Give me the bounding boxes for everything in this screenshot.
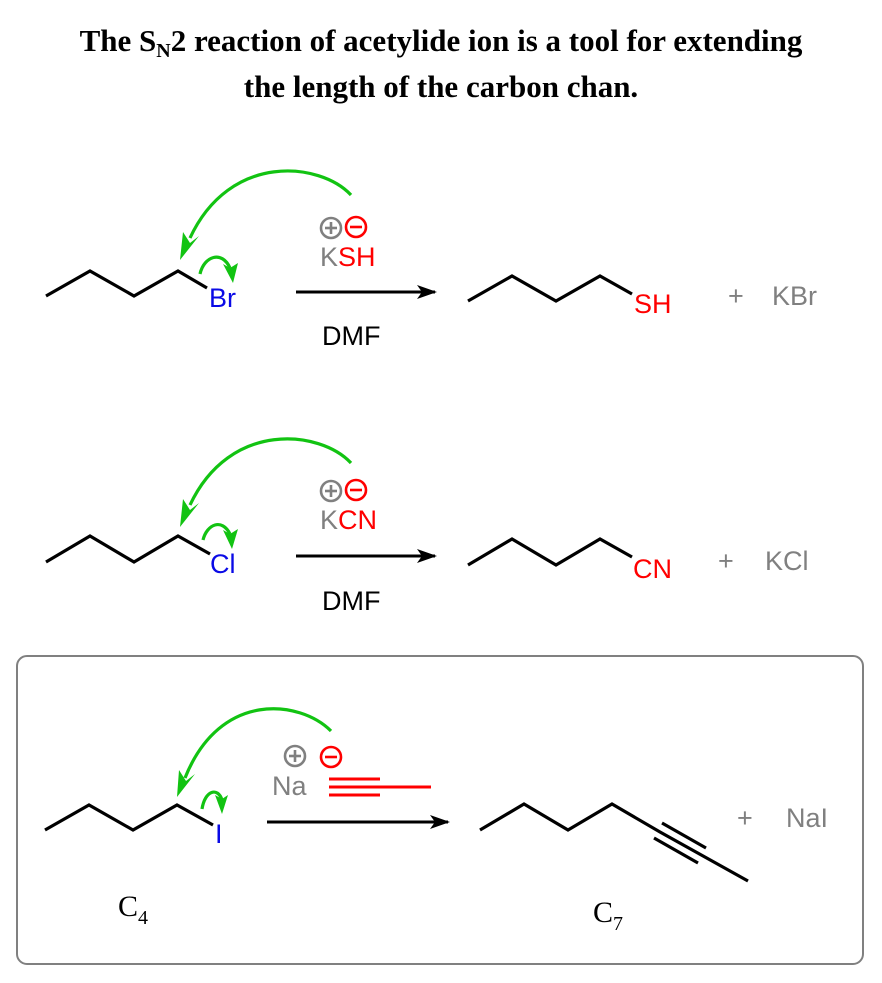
curved-arrow-head-small <box>223 529 238 549</box>
curved-arrow-head <box>180 499 199 527</box>
curved-arrow-head-small <box>215 795 228 814</box>
butyl-chain-reactant-1 <box>45 269 208 298</box>
leaving-group-i: I <box>215 819 223 849</box>
curved-arrow-nucleophile-attack <box>188 169 353 239</box>
reagent-kcn: KCN <box>320 505 377 535</box>
curved-arrow-nucleophile-attack <box>188 437 353 506</box>
curved-arrow-leaving-group <box>201 523 232 541</box>
heptyne-product <box>479 802 749 883</box>
byproduct-nai: NaI <box>786 803 828 833</box>
product-thiol-group: SH <box>634 289 672 319</box>
reagent-ksh: KSH <box>320 242 376 272</box>
byproduct-kbr: KBr <box>772 281 817 311</box>
curved-arrow-nucleophile-attack <box>183 707 333 779</box>
product-nitrile-group: CN <box>633 554 672 584</box>
curved-arrow-head <box>177 770 195 797</box>
reagent-sodium: Na <box>272 771 307 801</box>
carbon-count-c4: C4 <box>118 890 148 929</box>
butyl-chain-product-2 <box>467 537 633 567</box>
reaction-3: I Na + NaI C4 C7 <box>44 707 828 935</box>
curved-arrow-head <box>180 232 199 260</box>
solvent-label-2: DMF <box>322 586 380 616</box>
anion-charge-icon <box>319 745 343 769</box>
cation-charge-icon <box>283 744 307 768</box>
plus-sign-1: + <box>728 281 744 311</box>
title-line-2: the length of the carbon chan. <box>243 69 639 104</box>
curved-arrow-head-small <box>223 263 238 283</box>
highlight-box <box>16 655 864 965</box>
butyl-chain-product-1 <box>467 274 633 303</box>
plus-sign-2: + <box>718 546 734 576</box>
carbon-count-c7: C7 <box>593 896 623 935</box>
cation-charge-icon <box>319 216 343 240</box>
butyl-chain-reactant-2 <box>45 534 211 564</box>
leaving-group-cl: Cl <box>210 549 236 579</box>
page-title: The SN2 reaction of acetylide ion is a t… <box>0 18 882 110</box>
leaving-group-br: Br <box>209 283 236 313</box>
solvent-label-1: DMF <box>322 321 380 351</box>
butyl-chain-reactant-3 <box>44 803 214 832</box>
plus-sign-3: + <box>737 803 753 833</box>
title-line-1: The SN2 reaction of acetylide ion is a t… <box>79 23 803 62</box>
curved-arrow-leaving-group <box>198 255 232 275</box>
cation-charge-icon <box>319 479 343 503</box>
curved-arrow-leaving-group <box>200 790 224 810</box>
propynide-anion <box>329 777 431 797</box>
reaction-1: Br KSH DMF SH + KBr <box>45 169 817 351</box>
byproduct-kcl: KCl <box>765 546 809 576</box>
anion-charge-icon <box>344 478 368 502</box>
anion-charge-icon <box>344 215 368 239</box>
reaction-2: Cl KCN DMF CN + KCl <box>45 437 809 616</box>
